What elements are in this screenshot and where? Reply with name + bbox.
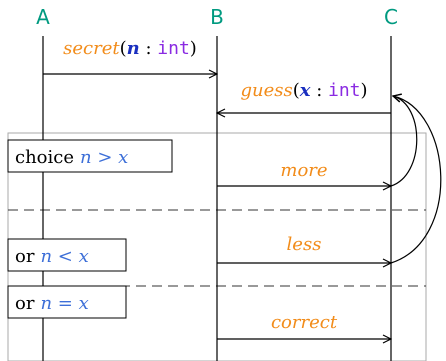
participant-c-label: C	[384, 5, 398, 29]
loop-back-curve-less	[390, 96, 442, 264]
message-less-label: less	[287, 234, 322, 255]
message-more-label: more	[280, 160, 327, 181]
message-guess-label: guess(x : int)	[240, 80, 367, 101]
branch-correct-box	[7, 285, 127, 319]
branch-choice-box	[7, 139, 173, 173]
branch-less-box	[7, 238, 127, 272]
participant-b-label: B	[210, 5, 224, 29]
participant-a-label: A	[36, 5, 50, 29]
message-secret-label: secret(n : int)	[63, 38, 197, 59]
loop-back-curve-more	[390, 96, 418, 187]
message-correct-label: correct	[271, 312, 338, 333]
